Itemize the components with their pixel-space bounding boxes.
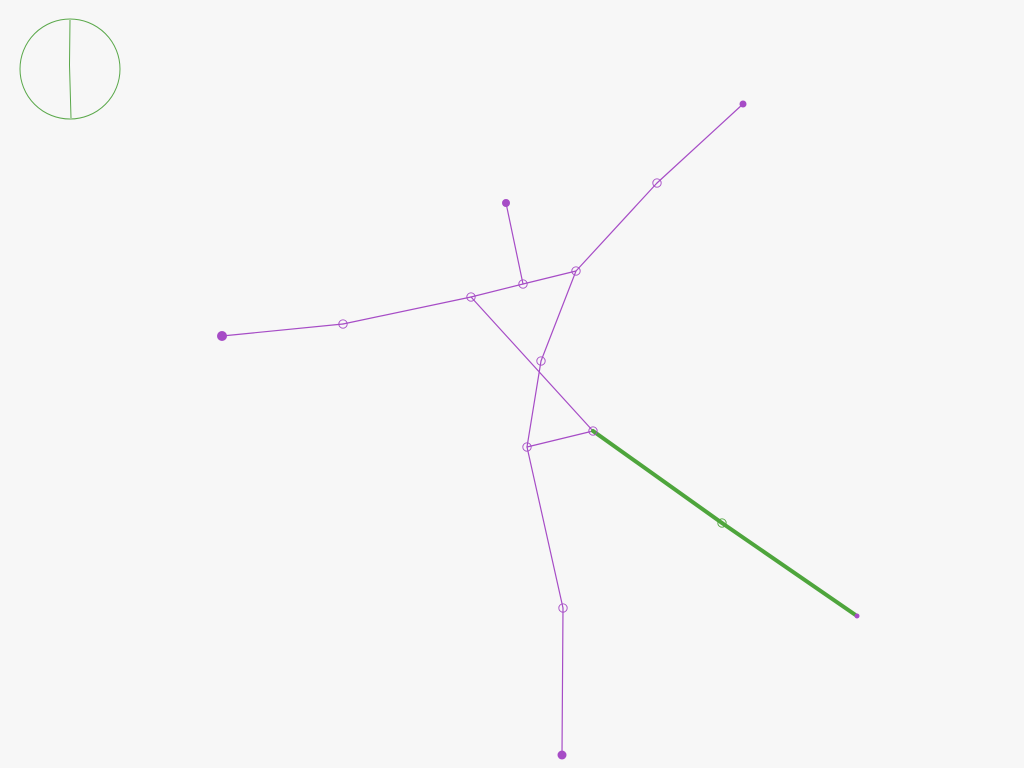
junction-node-hub-top-mid[interactable] <box>518 279 528 289</box>
highlighted-route-segment[interactable] <box>591 429 724 525</box>
route-segment[interactable] <box>470 283 524 298</box>
route-segment[interactable] <box>526 446 564 609</box>
junction-node-hub-top-right[interactable] <box>571 266 581 276</box>
junction-node-hub-center[interactable] <box>536 356 546 366</box>
junction-node-mid-south[interactable] <box>558 603 568 613</box>
junction-node-hub-low-left[interactable] <box>522 442 532 452</box>
route-segment[interactable] <box>526 430 594 448</box>
junction-node-mid-north-east[interactable] <box>652 178 662 188</box>
route-segment[interactable] <box>522 270 577 285</box>
terminal-node-tip-south[interactable] <box>557 750 567 760</box>
terminal-node-tip-south-east[interactable] <box>854 613 860 619</box>
route-segment[interactable] <box>470 296 594 432</box>
nodes-layer <box>217 100 860 760</box>
route-segment[interactable] <box>221 323 344 337</box>
junction-node-mid-south-east[interactable] <box>717 518 727 528</box>
route-segment[interactable] <box>575 182 658 272</box>
compass-ring <box>19 18 121 120</box>
junction-node-mid-west[interactable] <box>338 319 348 329</box>
compass-icon[interactable] <box>19 18 121 120</box>
route-segment[interactable] <box>561 607 564 756</box>
compass-needle <box>68 19 72 119</box>
route-segment[interactable] <box>656 103 744 184</box>
route-segment[interactable] <box>505 202 524 285</box>
terminal-node-tip-north-east[interactable] <box>739 100 747 108</box>
junction-node-hub-top-left[interactable] <box>466 292 476 302</box>
route-segment[interactable] <box>342 296 472 325</box>
edges-layer <box>221 103 859 756</box>
route-segment[interactable] <box>540 270 577 362</box>
route-segment[interactable] <box>526 360 542 448</box>
junction-node-hub-right[interactable] <box>588 426 598 436</box>
terminal-node-tip-top[interactable] <box>502 199 510 207</box>
terminal-node-tip-west[interactable] <box>217 331 227 341</box>
highlighted-route-segment[interactable] <box>720 521 859 618</box>
